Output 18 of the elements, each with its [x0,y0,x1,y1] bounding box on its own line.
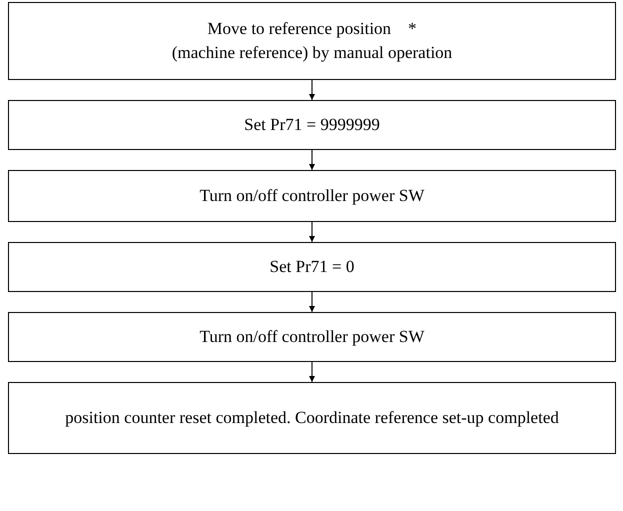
step-text: position counter reset completed. Coordinate reference set-up completed [65,407,559,429]
arrow [309,222,315,242]
arrow [309,362,315,382]
step-text: Set Pr71 = 9999999 [244,114,380,136]
process-box [8,242,616,292]
process-box [8,170,616,222]
process-box [8,2,616,80]
process-box [8,100,616,150]
step-text: Turn on/off controller power SW [200,185,424,207]
step-text: Turn on/off controller power SW [200,326,424,348]
process-box [8,312,616,362]
step-text: (machine reference) by manual operation [172,42,452,64]
arrow [309,292,315,312]
step-text: Move to reference position * [207,18,417,40]
arrow [309,80,315,100]
arrow [309,150,315,170]
step-text: Set Pr71 = 0 [270,256,354,278]
process-box [8,382,616,454]
